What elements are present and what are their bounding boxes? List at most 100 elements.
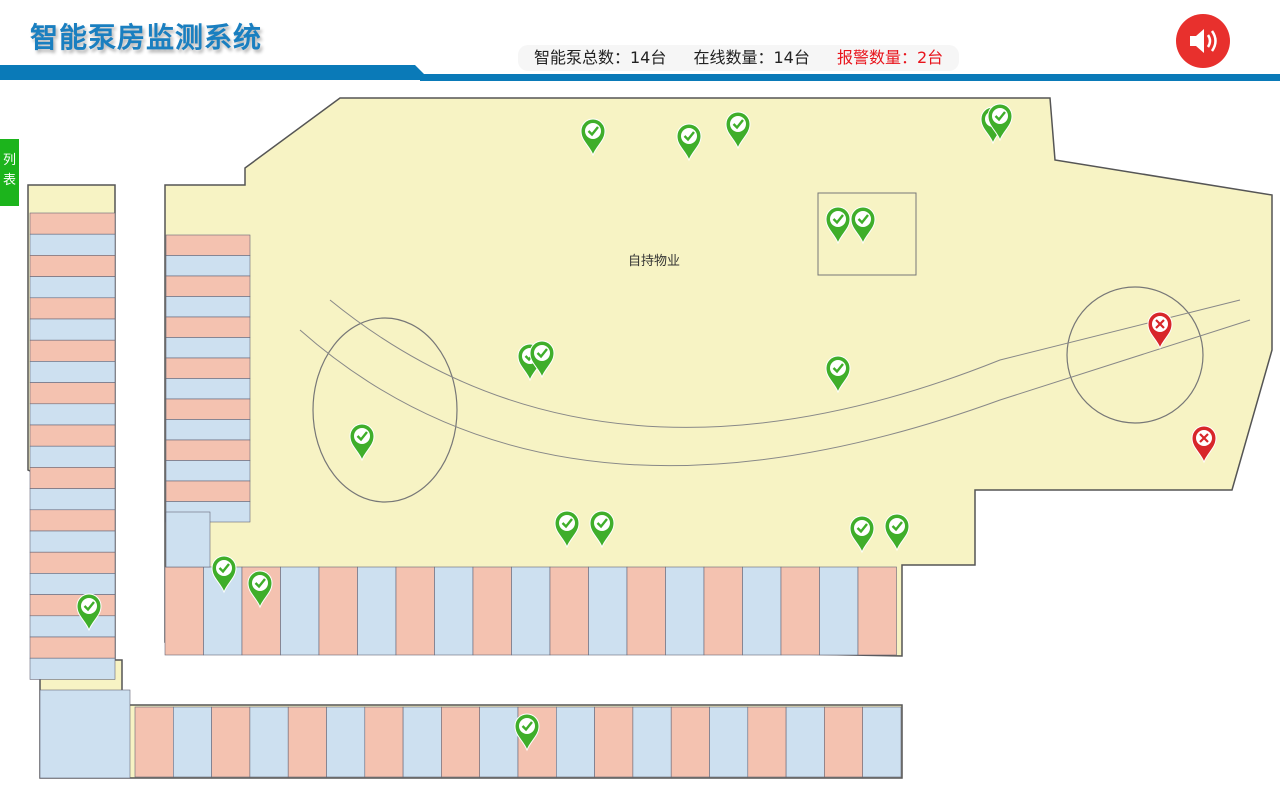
stall — [165, 316, 251, 338]
stall — [165, 378, 251, 400]
stall — [824, 706, 864, 778]
stall — [165, 275, 251, 297]
stall — [709, 706, 749, 778]
check-icon — [561, 518, 573, 529]
close-icon — [1155, 319, 1165, 329]
stall — [29, 573, 116, 595]
normal-marker[interactable] — [987, 103, 1013, 142]
stall — [665, 566, 705, 656]
stall — [402, 706, 442, 778]
stats-panel: 智能泵总数：14台 在线数量：14台 报警数量：2台 — [518, 45, 960, 71]
normal-marker[interactable] — [211, 555, 237, 594]
pin-badge — [992, 108, 1008, 124]
stall — [785, 706, 825, 778]
check-icon — [683, 131, 695, 142]
stall — [29, 212, 116, 235]
normal-marker[interactable] — [514, 713, 540, 752]
normal-marker[interactable] — [825, 355, 851, 394]
check-icon — [218, 563, 230, 574]
header-accent-bar — [0, 65, 430, 80]
stall — [165, 234, 251, 256]
stall — [29, 551, 116, 574]
check-icon — [356, 431, 368, 442]
pin-badge — [519, 718, 535, 734]
stall — [29, 445, 116, 468]
pin-badge — [354, 428, 370, 444]
normal-marker[interactable] — [349, 423, 375, 462]
check-icon — [891, 521, 903, 532]
check-icon — [832, 214, 844, 225]
stall — [670, 706, 710, 778]
stall — [29, 403, 116, 426]
atrium-left — [312, 317, 458, 503]
main-floor — [164, 97, 1273, 657]
pin-badge — [681, 128, 697, 144]
stall — [287, 706, 327, 778]
normal-marker[interactable] — [580, 118, 606, 157]
stall — [29, 276, 116, 299]
stall — [357, 566, 397, 656]
stall — [395, 566, 435, 656]
stall — [555, 706, 595, 778]
stall — [29, 318, 116, 341]
header: 智能泵房监测系统 智能泵总数：14台 在线数量：14台 报警数量：2台 — [0, 0, 1280, 84]
stall — [472, 566, 512, 656]
atrium-right — [1066, 286, 1204, 424]
stall — [165, 357, 251, 379]
stall — [29, 339, 116, 362]
normal-marker[interactable] — [529, 340, 555, 379]
normal-marker[interactable] — [849, 515, 875, 554]
stall — [780, 566, 820, 656]
stall — [29, 636, 116, 659]
stall — [364, 706, 404, 778]
pin-badge — [730, 116, 746, 132]
alarm-marker[interactable] — [1191, 425, 1217, 464]
check-icon — [856, 523, 868, 534]
stall — [29, 615, 116, 638]
stall — [29, 297, 116, 320]
stall — [479, 706, 519, 778]
normal-marker[interactable] — [725, 111, 751, 150]
stall — [703, 566, 743, 656]
stall — [29, 255, 116, 277]
pin-badge — [854, 520, 870, 536]
normal-marker[interactable] — [247, 570, 273, 609]
stall — [626, 566, 666, 656]
stall — [862, 706, 902, 778]
pin-badge — [216, 560, 232, 576]
alarm-marker[interactable] — [1147, 311, 1173, 350]
normal-marker[interactable] — [676, 123, 702, 162]
stall — [632, 706, 672, 778]
stall — [29, 361, 116, 383]
pin-badge — [855, 211, 871, 227]
normal-marker[interactable] — [76, 593, 102, 632]
pin-badge — [81, 598, 97, 614]
corridor-line — [329, 299, 1241, 428]
normal-marker[interactable] — [850, 206, 876, 245]
stall — [29, 233, 116, 256]
stall — [318, 566, 358, 656]
stall — [747, 706, 787, 778]
stall — [511, 566, 551, 656]
speaker-volume-button[interactable] — [1176, 14, 1230, 68]
stalls — [29, 212, 902, 779]
check-icon — [732, 119, 744, 130]
stall — [29, 488, 116, 511]
normal-marker[interactable] — [554, 510, 580, 549]
check-icon — [832, 363, 844, 374]
pin-badge — [830, 211, 846, 227]
list-tab[interactable]: 列表 — [0, 139, 19, 206]
stall — [165, 398, 251, 420]
pin-badge — [585, 123, 601, 139]
atrium-center — [817, 192, 917, 276]
stall — [29, 424, 116, 447]
stall — [29, 382, 116, 405]
normal-marker[interactable] — [825, 206, 851, 245]
normal-marker[interactable] — [589, 510, 615, 549]
stall — [165, 296, 251, 318]
page-title: 智能泵房监测系统 — [30, 21, 263, 54]
pin-badge — [534, 345, 550, 361]
stall — [211, 706, 251, 778]
stall — [39, 689, 131, 779]
normal-marker[interactable] — [884, 513, 910, 552]
